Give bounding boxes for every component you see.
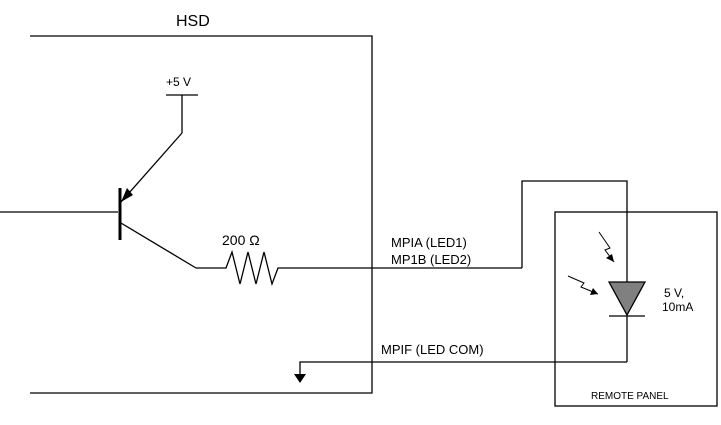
hsd-box [30, 36, 372, 393]
resistor-label: 200 Ω [222, 232, 260, 248]
resistor-icon [196, 252, 522, 284]
vcc-label: +5 V [166, 75, 191, 89]
led-icon [609, 282, 645, 362]
remote-panel-label: REMOTE PANEL [591, 391, 669, 402]
led-com-wire [300, 362, 627, 374]
mpia-label: MPIA (LED1) [391, 235, 467, 250]
led-anode-wire [522, 181, 627, 282]
led-voltage-label: 5 V, [664, 286, 684, 300]
light-arrow-icon [568, 276, 598, 295]
hsd-label: HSD [176, 13, 210, 30]
mp1b-label: MP1B (LED2) [391, 252, 471, 267]
transistor-icon [0, 133, 196, 268]
light-arrow-icon [599, 232, 614, 262]
ground-arrow-icon [294, 374, 306, 383]
led-current-label: 10mA [662, 300, 693, 314]
mpif-label: MPIF (LED COM) [381, 342, 484, 357]
